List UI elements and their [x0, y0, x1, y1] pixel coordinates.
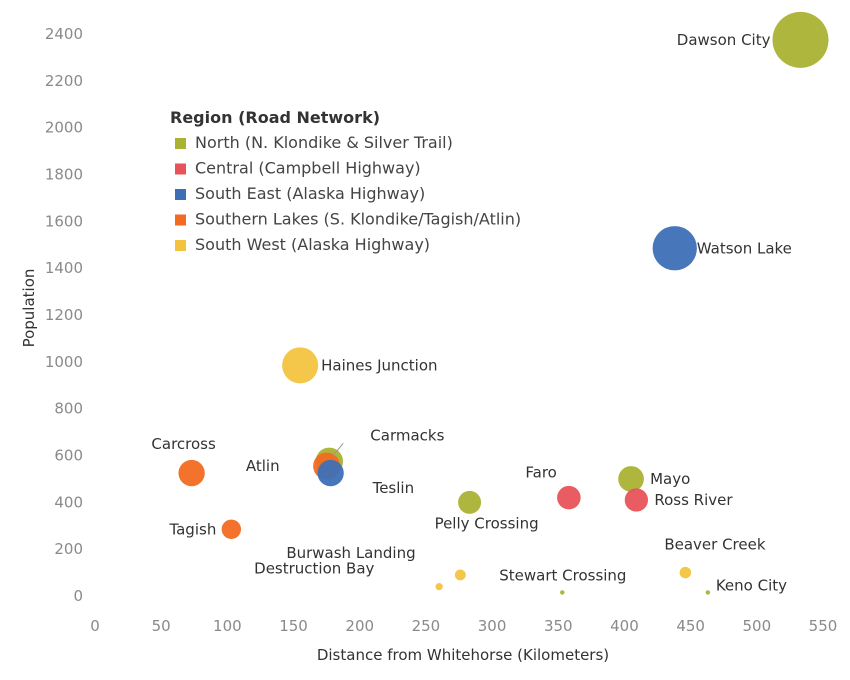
data-point	[560, 590, 565, 595]
data-point	[458, 490, 482, 514]
data-point	[435, 582, 443, 591]
legend-swatch	[175, 240, 186, 251]
y-axis-title: Population	[20, 269, 38, 348]
y-tick-label: 1000	[45, 353, 83, 371]
point-label: Carcross	[151, 435, 216, 453]
point-label: Carmacks	[370, 426, 444, 444]
y-tick-label: 800	[54, 400, 83, 418]
point-label: Teslin	[372, 479, 415, 497]
x-axis-ticks: 0 50 100 150 200 250 300 350 400 450 500 550	[90, 617, 837, 635]
y-tick-label: 2000	[45, 119, 83, 137]
point-label: Haines Junction	[321, 356, 437, 374]
data-point	[221, 519, 242, 539]
data-point	[454, 569, 466, 581]
legend-items: North (N. Klondike & Silver Trail) Centra…	[175, 133, 521, 254]
legend-entry-label: South West (Alaska Highway)	[195, 235, 430, 254]
y-tick-label: 1800	[45, 166, 83, 184]
x-tick-label: 150	[279, 617, 308, 635]
data-point	[652, 226, 697, 271]
y-tick-label: 1600	[45, 212, 83, 230]
x-tick-label: 550	[809, 617, 838, 635]
legend-swatch	[175, 214, 186, 226]
y-tick-label: 2400	[45, 25, 83, 43]
x-tick-label: 200	[345, 617, 374, 635]
x-tick-label: 350	[544, 617, 573, 635]
x-tick-label: 50	[152, 617, 171, 635]
x-tick-label: 300	[478, 617, 507, 635]
y-tick-label: 0	[73, 587, 83, 605]
y-tick-label: 1200	[45, 306, 83, 324]
legend-title: Region (Road Network)	[170, 108, 380, 127]
point-label: Beaver Creek	[664, 536, 766, 554]
point-label: Atlin	[246, 457, 280, 475]
point-label: Burwash Landing	[286, 544, 415, 562]
x-tick-label: 250	[412, 617, 441, 635]
point-label: Tagish	[168, 520, 216, 538]
legend-entry-label: South East (Alaska Highway)	[195, 184, 425, 203]
data-point	[557, 485, 581, 510]
legend-entry-label: Central (Campbell Highway)	[195, 159, 421, 178]
x-tick-label: 0	[90, 617, 100, 635]
carmacks-leader-line	[332, 443, 344, 456]
point-label: Stewart Crossing	[499, 566, 626, 584]
legend-swatch	[175, 163, 186, 175]
data-point	[618, 466, 644, 492]
y-tick-label: 400	[54, 493, 83, 511]
y-tick-label: 200	[54, 540, 83, 558]
legend: Region (Road Network) North (N. Klondike…	[170, 108, 521, 254]
x-tick-label: 400	[610, 617, 639, 635]
x-tick-label: 500	[742, 617, 771, 635]
data-point	[624, 488, 649, 512]
data-points	[178, 11, 829, 595]
data-point	[317, 459, 344, 487]
legend-entry-label: Southern Lakes (S. Klondike/Tagish/Atlin…	[195, 210, 521, 229]
data-point	[705, 590, 711, 595]
data-point	[178, 459, 205, 487]
y-tick-label: 1400	[45, 259, 83, 277]
x-tick-label: 450	[676, 617, 705, 635]
point-label: Ross River	[654, 491, 733, 509]
x-axis-title: Distance from Whitehorse (Kilometers)	[317, 646, 609, 664]
y-axis-ticks: 0 200 400 600 800 1000 1200 1400 1600 1800 2000 220…	[45, 25, 83, 605]
data-point	[282, 347, 319, 384]
point-label: Keno City	[716, 576, 787, 594]
x-tick-label: 100	[213, 617, 242, 635]
point-label: Dawson City	[677, 31, 771, 49]
data-point	[772, 11, 829, 68]
data-point	[679, 566, 692, 579]
point-label: Mayo	[650, 470, 690, 488]
legend-swatch	[175, 189, 186, 200]
legend-swatch	[175, 138, 186, 149]
point-label: Destruction Bay	[254, 560, 374, 578]
y-tick-label: 600	[54, 447, 83, 465]
y-tick-label: 2200	[45, 72, 83, 90]
point-label: Faro	[525, 464, 556, 482]
legend-entry-label: North (N. Klondike & Silver Trail)	[195, 133, 453, 152]
point-label: Watson Lake	[697, 239, 792, 257]
point-label: Pelly Crossing	[435, 514, 539, 532]
